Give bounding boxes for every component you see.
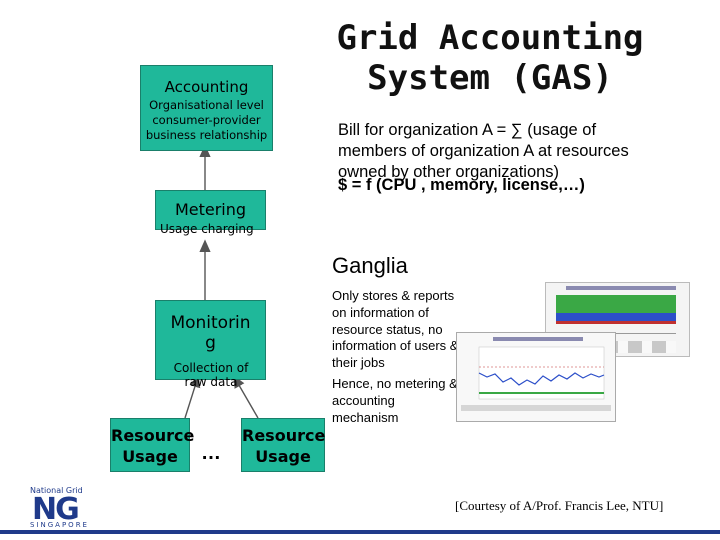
national-grid-logo: National Grid NG SINGAPORE [26,486,96,530]
accounting-box: Accounting Organisational level consumer… [140,65,273,151]
resource-ellipsis: … [201,442,221,464]
logo-letters: NG [32,492,80,527]
billing-formula: $ = f (CPU , memory, license,…) [338,176,585,194]
accounting-label: Accounting [164,78,249,96]
slide-title-line1: Grid Accounting [336,18,644,58]
resource-usage-label-left: Resource Usage [111,426,195,466]
ganglia-title: Ganglia [332,253,408,278]
monitoring-description: Collection of raw data [173,361,249,389]
resource-usage-label-right: Resource Usage [242,426,326,466]
ganglia-screenshot-front [456,332,616,422]
slide-title: Grid Accounting System (GAS) [330,18,650,98]
footer-bar [0,530,720,534]
ganglia-description-2: Hence, no metering & accounting mechanis… [332,375,458,425]
ganglia-description-1: Only stores & reports on information of … [332,288,459,371]
monitoring-label-line2: g [205,333,216,353]
metering-label: Metering [174,200,247,219]
arrow-resource-right [233,375,259,419]
arrow-resource-left [184,374,201,419]
slide-title-line2: System (GAS) [367,58,613,98]
metering-box: Metering [155,190,266,230]
ganglia-description: Only stores & reports on information of … [332,288,460,426]
bill-text-body: Bill for organization A = ∑ (usage of me… [338,121,629,181]
accounting-description: Organisational level consumer-provider b… [145,98,268,142]
logo-bottom-text: SINGAPORE [30,521,89,529]
courtesy-note: [Courtesy of A/Prof. Francis Lee, NTU] [455,498,664,513]
resource-usage-box-left: Resource Usage [110,418,195,472]
metering-description: Usage charging [160,222,254,236]
monitoring-label-line1: Monitorin [170,313,251,333]
monitoring-box: Monitorin g Collection of raw data [155,300,266,389]
resource-usage-box-right: Resource Usage [241,418,325,472]
monitoring-label: Monitorin g [156,313,265,353]
logo-top-text: National Grid [30,486,83,495]
bill-text: Bill for organization A = ∑ (usage of me… [338,120,638,196]
